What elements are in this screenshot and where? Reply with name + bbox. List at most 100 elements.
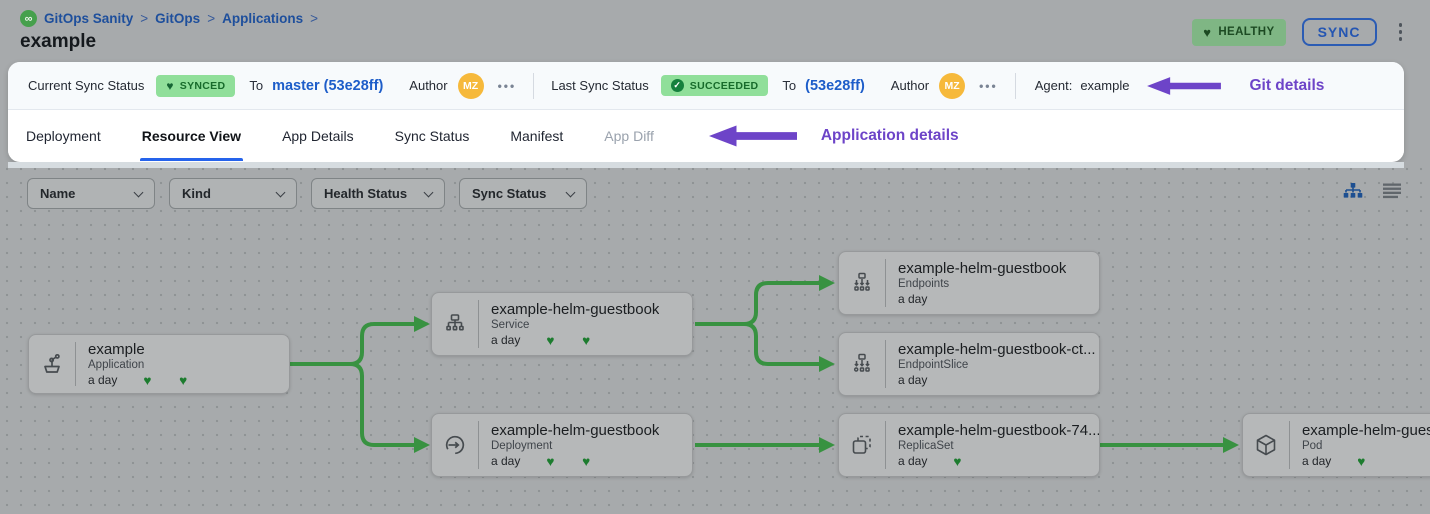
filter-name-dropdown[interactable]: Name <box>27 178 155 209</box>
node-name: example-helm-guestbook <box>491 300 660 318</box>
succeeded-badge-label: SUCCEEDED <box>689 79 759 92</box>
node-kind: Service <box>491 318 530 331</box>
author-avatar[interactable]: MZ <box>939 72 966 99</box>
pod-icon <box>1243 432 1289 458</box>
divider <box>533 72 535 99</box>
annotation-arrow-left-icon <box>1147 76 1222 95</box>
node-deployment[interactable]: example-helm-guestbook Deployment a day … <box>431 413 693 477</box>
node-name: example-helm-guestbook <box>491 421 660 439</box>
last-commit-link[interactable]: (53e28ff) <box>805 77 865 94</box>
chevron-down-icon <box>565 187 576 197</box>
tab-resource-view[interactable]: Resource View <box>139 110 244 161</box>
current-commit-link[interactable]: master (53e28ff) <box>272 77 384 94</box>
synced-badge: ♥ SYNCED <box>156 74 236 97</box>
endpointslice-icon <box>839 351 885 377</box>
current-sync-status-label: Current Sync Status <box>28 78 145 93</box>
gitops-logo-icon: ∞ <box>20 10 37 27</box>
breadcrumb: ∞ GitOps Sanity > GitOps > Applications … <box>20 10 318 27</box>
tab-bar: Deployment Resource View App Details Syn… <box>8 110 1404 161</box>
node-age: a day <box>898 373 928 387</box>
to-label: To <box>782 78 797 93</box>
node-kind: Endpoints <box>898 278 950 290</box>
breadcrumb-link-gitops[interactable]: GitOps <box>155 11 201 26</box>
tab-app-diff[interactable]: App Diff <box>604 127 654 144</box>
filter-label: Health Status <box>324 186 408 201</box>
application-details-annotation: Application details <box>820 126 959 144</box>
to-label: To <box>249 78 264 93</box>
chevron-down-icon <box>133 187 144 197</box>
breadcrumb-separator: > <box>310 11 318 26</box>
node-name: example <box>88 340 145 358</box>
last-sync-status-label: Last Sync Status <box>551 78 649 93</box>
node-replicaset[interactable]: example-helm-guestbook-74... ReplicaSet … <box>838 413 1100 477</box>
agent-label: Agent: <box>1034 78 1073 93</box>
chevron-down-icon <box>423 187 434 197</box>
node-age: a day <box>897 454 928 468</box>
view-toggles <box>1342 182 1402 200</box>
filter-label: Name <box>40 186 76 201</box>
heart-icon: ♥ <box>166 78 174 93</box>
node-age: a day <box>898 292 928 306</box>
node-pod[interactable]: example-helm-guestbook-74... Pod a day ♥ <box>1242 413 1430 477</box>
service-icon <box>432 311 478 337</box>
node-kind: ReplicaSet <box>897 439 954 452</box>
tab-app-details[interactable]: App Details <box>282 127 354 144</box>
tab-deployment[interactable]: Deployment <box>26 127 101 144</box>
endpoints-icon <box>839 270 885 296</box>
author-label: Author <box>890 78 930 93</box>
filter-bar: Name Kind Health Status Sync Status <box>27 178 587 209</box>
node-service[interactable]: example-helm-guestbook Service a day ♥ ♥ <box>431 292 693 356</box>
tab-sync-status[interactable]: Sync Status <box>394 127 470 144</box>
filter-label: Kind <box>182 186 211 201</box>
node-kind: Pod <box>1301 439 1323 452</box>
page-title: example <box>20 31 97 52</box>
health-heart-icons: ♥ ♥ <box>143 372 188 388</box>
heart-icon: ♥ <box>1203 24 1212 40</box>
node-kind: Deployment <box>491 439 553 452</box>
breadcrumb-link-applications[interactable]: Applications <box>222 11 304 26</box>
tab-manifest[interactable]: Manifest <box>510 127 564 144</box>
chevron-down-icon <box>275 187 286 197</box>
health-heart-icons: ♥ ♥ <box>546 453 591 469</box>
sync-status-bar: Current Sync Status ♥ SYNCED To master (… <box>8 62 1404 110</box>
health-status-badge: ♥ HEALTHY <box>1192 18 1286 46</box>
node-age: a day <box>491 454 521 468</box>
git-details-annotation: Git details <box>1249 76 1325 94</box>
deployment-icon <box>432 432 478 458</box>
node-name: example-helm-guestbook-74... <box>897 421 1099 439</box>
kebab-menu-button[interactable] <box>1393 19 1409 45</box>
breadcrumb-link-gitops-sanity[interactable]: GitOps Sanity <box>44 11 134 26</box>
application-icon <box>29 351 75 377</box>
filter-health-status-dropdown[interactable]: Health Status <box>311 178 445 209</box>
author-label: Author <box>409 78 448 93</box>
health-badge-label: HEALTHY <box>1218 26 1275 38</box>
node-name: example-helm-guestbook-ct... <box>898 341 1096 358</box>
node-age: a day <box>1301 454 1332 468</box>
list-view-toggle[interactable] <box>1382 183 1402 199</box>
breadcrumb-separator: > <box>207 11 216 26</box>
replicaset-icon <box>839 432 885 458</box>
card-glow <box>8 162 1404 168</box>
succeeded-badge: ✓ SUCCEEDED <box>660 75 769 96</box>
node-endpoints[interactable]: example-helm-guestbook Endpoints a day <box>838 251 1100 315</box>
agent-value: example <box>1080 78 1130 93</box>
sync-button[interactable]: SYNC <box>1301 18 1377 46</box>
check-circle-icon: ✓ <box>670 79 684 92</box>
divider <box>1014 72 1016 99</box>
filter-label: Sync Status <box>472 186 547 201</box>
node-kind: Application <box>88 358 145 371</box>
more-options-button[interactable]: ••• <box>979 78 998 93</box>
node-name: example-helm-guestbook-74... <box>1301 421 1430 439</box>
node-application-example[interactable]: example Application a day ♥ ♥ <box>28 334 290 394</box>
node-name: example-helm-guestbook <box>898 260 1067 277</box>
node-endpointslice[interactable]: example-helm-guestbook-ct... EndpointSli… <box>838 332 1100 396</box>
filter-sync-status-dropdown[interactable]: Sync Status <box>459 178 587 209</box>
tree-view-toggle[interactable] <box>1342 182 1364 200</box>
health-heart-icons: ♥ <box>1357 453 1366 469</box>
more-options-button[interactable]: ••• <box>497 78 517 93</box>
node-kind: EndpointSlice <box>898 359 969 371</box>
filter-kind-dropdown[interactable]: Kind <box>169 178 297 209</box>
node-age: a day <box>491 333 521 347</box>
author-avatar[interactable]: MZ <box>457 72 484 99</box>
